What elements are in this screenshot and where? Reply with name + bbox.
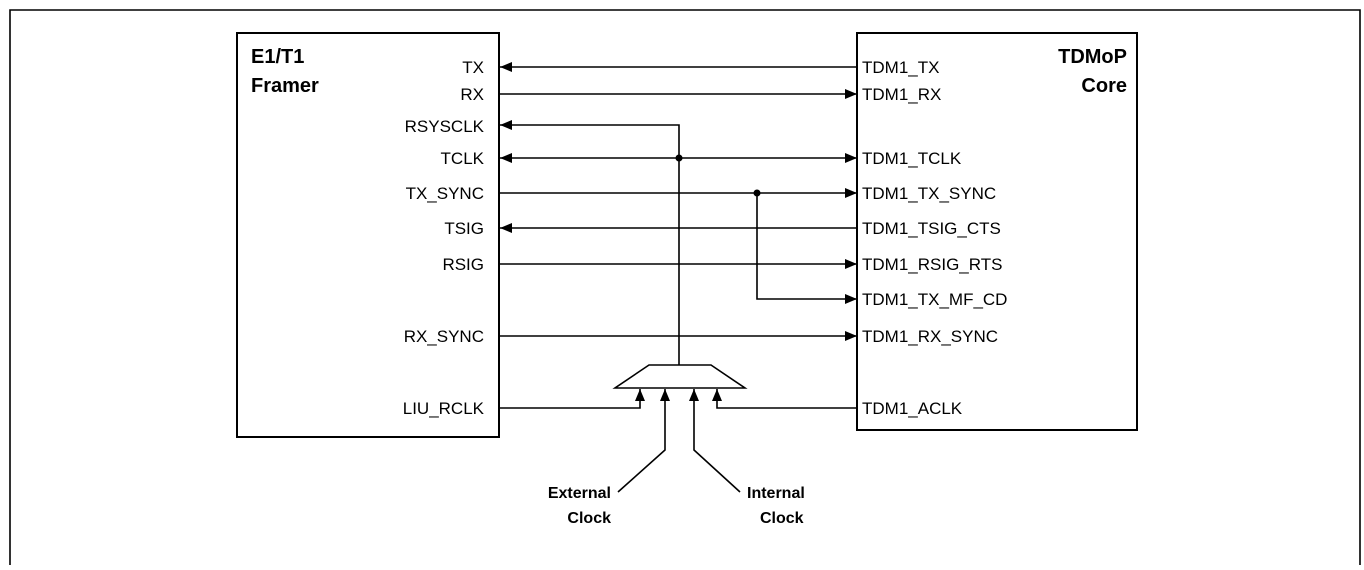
wire-tx-mf-cd <box>756 193 857 304</box>
wire-rsysclk <box>500 120 680 365</box>
wire-liu-rclk <box>500 389 645 409</box>
internal-clock-label-line1: Internal <box>747 485 805 502</box>
pin-tdm1-aclk: TDM1_ACLK <box>862 399 963 418</box>
framer-title-line2: Framer <box>251 75 319 97</box>
core-title-line2: Core <box>1081 75 1127 97</box>
pin-rsysclk: RSYSCLK <box>405 117 485 136</box>
pin-tdm1-tx-mf-cd: TDM1_TX_MF_CD <box>862 290 1007 309</box>
pin-tx: TX <box>462 58 484 77</box>
pin-tsig: TSIG <box>444 219 484 238</box>
framer-box <box>236 32 500 438</box>
pin-tdm1-tx-sync: TDM1_TX_SYNC <box>862 184 996 203</box>
wire-external-clock <box>617 389 670 493</box>
wire-internal-clock <box>689 389 741 493</box>
wire-tdm1-aclk <box>712 389 857 409</box>
outer-frame <box>9 9 1361 565</box>
pin-tx-sync: TX_SYNC <box>406 184 484 203</box>
external-clock-label-line2: Clock <box>567 510 611 527</box>
pin-tdm1-tsig-cts: TDM1_TSIG_CTS <box>862 219 1001 238</box>
pin-rx-sync: RX_SYNC <box>404 327 484 346</box>
pin-rx: RX <box>460 85 484 104</box>
framer-title-line1: E1/T1 <box>251 46 304 68</box>
clock-mux <box>612 364 748 389</box>
external-clock-label-line1: External <box>548 485 611 502</box>
core-box <box>856 32 1138 431</box>
pin-tdm1-tx: TDM1_TX <box>862 58 939 77</box>
pin-tclk: TCLK <box>441 149 485 168</box>
pin-liu-rclk: LIU_RCLK <box>403 399 485 418</box>
pin-tdm1-rx-sync: TDM1_RX_SYNC <box>862 327 998 346</box>
internal-clock-label-line2: Clock <box>760 510 804 527</box>
core-title-line1: TDMoP <box>1058 46 1127 68</box>
junction-tclk <box>675 154 683 162</box>
pin-tdm1-rsig-rts: TDM1_RSIG_RTS <box>862 255 1002 274</box>
pin-rsig: RSIG <box>442 255 484 274</box>
pin-tdm1-tclk: TDM1_TCLK <box>862 149 962 168</box>
pin-tdm1-rx: TDM1_RX <box>862 85 941 104</box>
